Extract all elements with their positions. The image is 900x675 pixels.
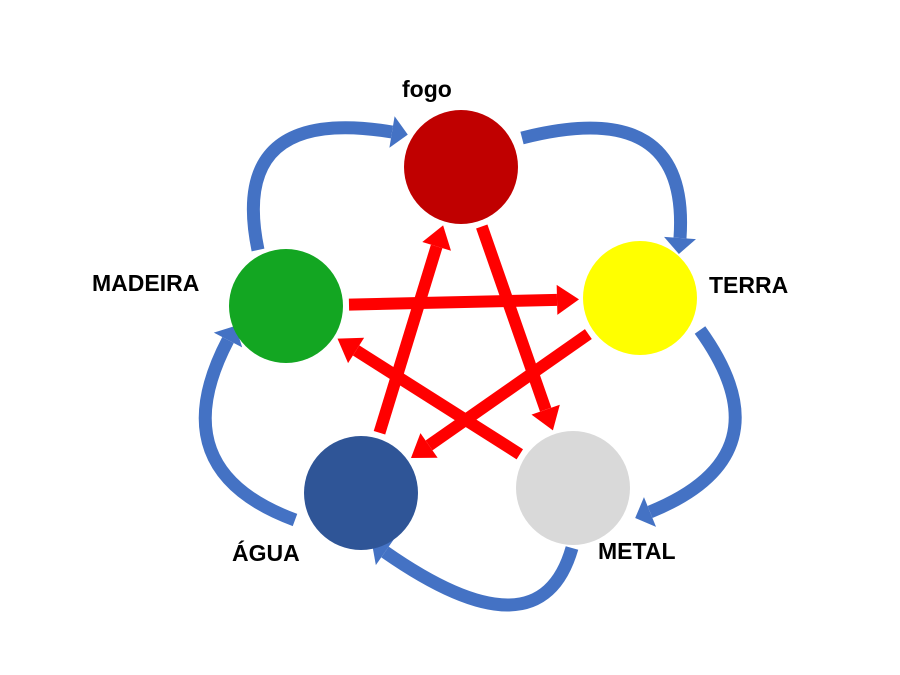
circle-madeira bbox=[229, 249, 343, 363]
controlling-arrow-terra-to-agua bbox=[425, 329, 592, 451]
controlling-arrowhead-madeira-to-terra bbox=[556, 284, 580, 315]
controlling-arrowhead-fogo-to-metal bbox=[531, 404, 560, 431]
label-agua: ÁGUA bbox=[232, 540, 300, 566]
controlling-arrow-agua-to-fogo bbox=[373, 244, 443, 435]
generating-arrow-madeira-to-fogo bbox=[246, 121, 394, 252]
controlling-arrowhead-metal-to-madeira bbox=[337, 337, 365, 364]
generating-arrow-agua-to-madeira bbox=[198, 336, 298, 527]
generating-arrowhead-madeira-to-fogo bbox=[389, 116, 408, 148]
label-metal: METAL bbox=[598, 538, 676, 564]
controlling-arrow-metal-to-madeira bbox=[352, 345, 524, 460]
circle-metal bbox=[516, 431, 630, 545]
circle-agua bbox=[304, 436, 418, 550]
generating-arrow-metal-to-agua bbox=[381, 546, 579, 612]
circle-terra bbox=[583, 241, 697, 355]
generating-arrowhead-fogo-to-terra bbox=[664, 236, 696, 254]
controlling-arrow-madeira-to-terra bbox=[348, 293, 558, 311]
label-terra: TERRA bbox=[709, 272, 789, 298]
label-madeira: MADEIRA bbox=[92, 270, 200, 296]
controlling-arrowhead-terra-to-agua bbox=[410, 433, 438, 459]
controlling-arrow-fogo-to-metal bbox=[476, 224, 552, 412]
generating-arrow-terra-to-metal bbox=[647, 326, 742, 519]
generating-arrowhead-terra-to-metal bbox=[635, 497, 657, 527]
circle-fogo bbox=[404, 110, 518, 224]
label-fogo: fogo bbox=[402, 76, 452, 102]
controlling-arrowhead-agua-to-fogo bbox=[422, 225, 451, 251]
generating-arrow-fogo-to-terra bbox=[520, 121, 688, 239]
